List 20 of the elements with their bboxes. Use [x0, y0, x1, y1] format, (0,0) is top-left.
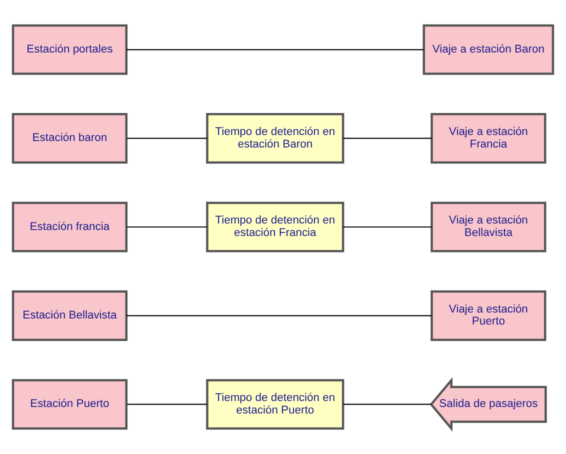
node-box: Tiempo de detención en estación Baron — [206, 113, 344, 164]
connector — [343, 404, 432, 405]
connector — [343, 138, 432, 139]
node-box: Viaje a estación Francia — [430, 113, 546, 164]
connector — [126, 138, 207, 139]
node-box: Tiempo de detención en estación Puerto — [206, 379, 344, 430]
node-box: Tiempo de detención en estación Francia — [206, 202, 344, 252]
connector — [126, 315, 432, 316]
node-box: Viaje a estación Baron — [422, 24, 554, 75]
node-box: Viaje a estación Puerto — [430, 290, 546, 341]
connector — [126, 226, 207, 228]
node-box: Viaje a estación Bellavista — [430, 202, 546, 252]
node-box: Estación Puerto — [12, 379, 128, 430]
node-box: Estación Bellavista — [12, 290, 128, 341]
node-box: Estación francia — [12, 202, 128, 252]
connector — [126, 49, 424, 50]
connector — [343, 226, 432, 228]
node-box: Estación baron — [12, 113, 128, 164]
connector — [126, 404, 207, 405]
node-box: Estación portales — [12, 24, 128, 75]
